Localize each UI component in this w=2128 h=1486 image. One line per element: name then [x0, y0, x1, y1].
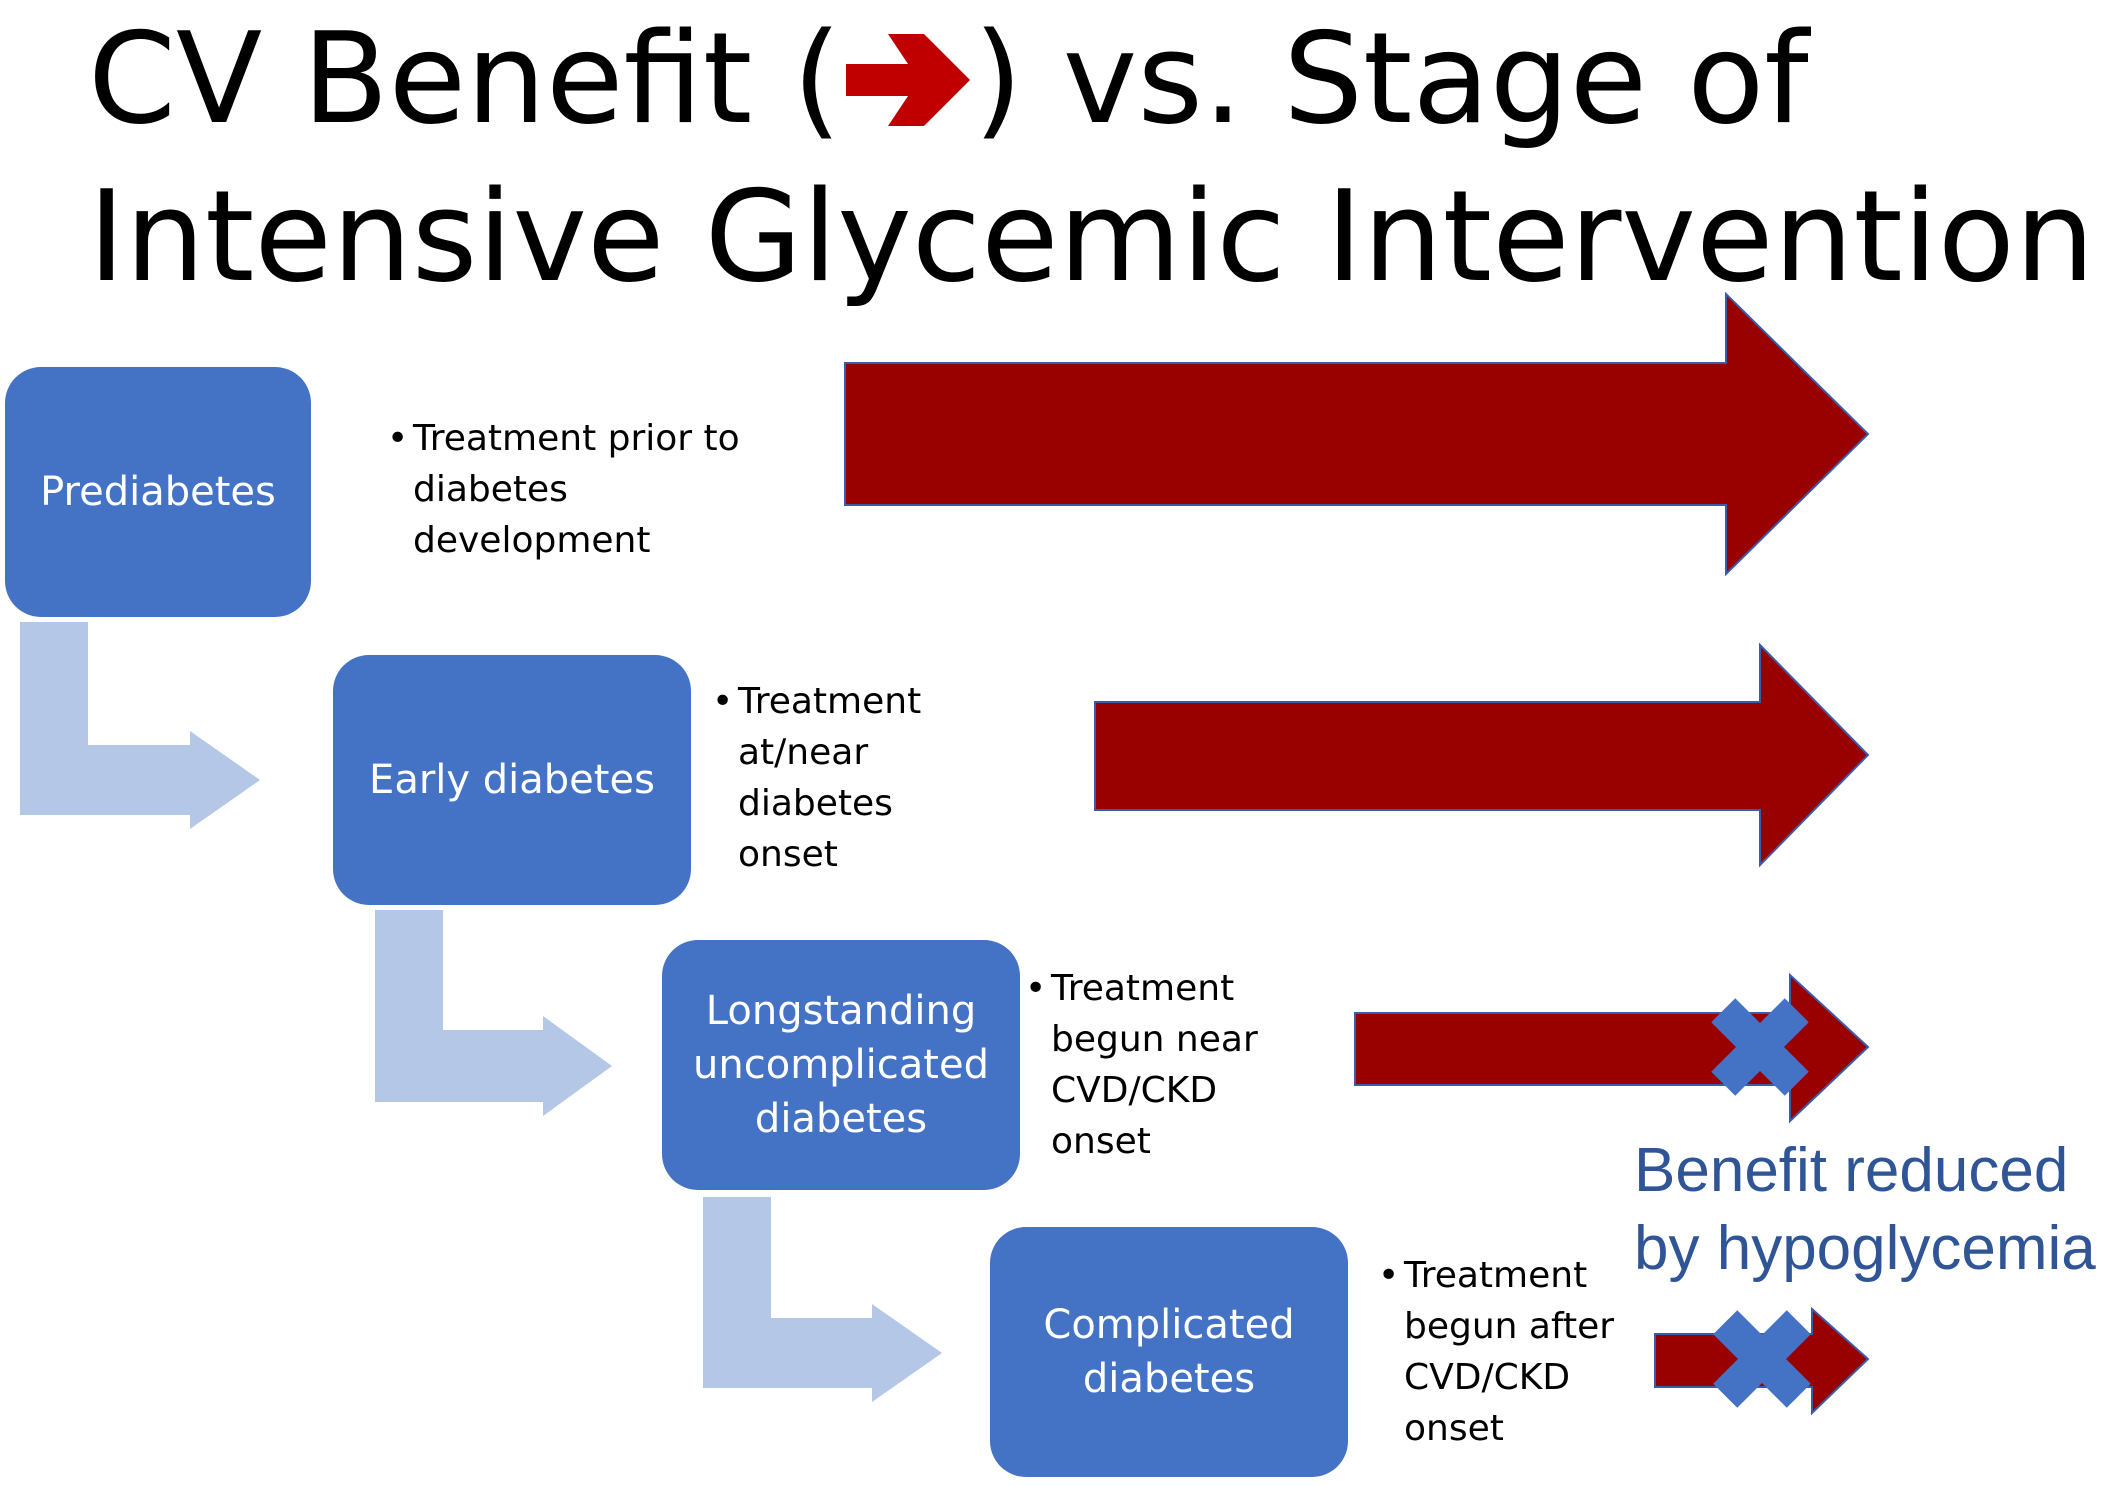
stage-description-complicated: • Treatment begun after CVD/CKD onset — [1378, 1250, 1615, 1454]
benefit-arrow-early-diabetes — [1094, 642, 1870, 868]
stage-box-prediabetes: Prediabetes — [5, 367, 311, 617]
stage-label: Complicated diabetes — [1043, 1302, 1295, 1402]
stage-description-early-diabetes: • Treatment at/near diabetes onset — [712, 676, 922, 880]
cross-icon-complicated — [1713, 1310, 1811, 1408]
stage-label: Early diabetes — [369, 757, 655, 803]
cross-icon-longstanding — [1711, 998, 1809, 1096]
stage-description-prediabetes: • Treatment prior to diabetes developmen… — [387, 413, 740, 566]
connector-arrow-1 — [20, 622, 260, 829]
stage-label: Prediabetes — [40, 469, 276, 515]
title-text-start: CV Benefit ( — [88, 5, 842, 152]
bullet: • — [387, 418, 409, 459]
connector-arrow-3 — [703, 1197, 942, 1402]
benefit-arrows — [844, 291, 1870, 1416]
stage-box-longstanding: Longstanding uncomplicated diabetes — [662, 940, 1020, 1190]
description-text: Treatment begun near CVD/CKD onset — [1051, 968, 1258, 1162]
stage-box-early-diabetes: Early diabetes — [333, 655, 691, 905]
bullet: • — [1025, 968, 1047, 1009]
slide-title: CV Benefit ( ) vs. Stage of Intensive Gly… — [88, 0, 2095, 316]
connector-arrow-2 — [375, 910, 612, 1116]
connector-arrows — [20, 622, 942, 1402]
description-text: Treatment prior to diabetes development — [413, 418, 740, 561]
benefit-arrow-longstanding — [1354, 972, 1870, 1124]
stage-description-longstanding: • Treatment begun near CVD/CKD onset — [1025, 963, 1258, 1167]
stage-box-complicated: Complicated diabetes — [990, 1227, 1348, 1477]
title-line-1: CV Benefit ( ) vs. Stage of — [88, 5, 1809, 152]
bullet: • — [712, 681, 734, 722]
description-text: Treatment begun after CVD/CKD onset — [1404, 1255, 1615, 1449]
hypoglycemia-note: Benefit reduced by hypoglycemia — [1634, 1136, 2096, 1283]
benefit-arrow-prediabetes — [844, 291, 1870, 577]
bullet: • — [1378, 1255, 1400, 1296]
red-arrow-icon — [842, 30, 974, 130]
title-text-end: ) vs. Stage of — [973, 5, 1809, 152]
description-text: Treatment at/near diabetes onset — [738, 681, 922, 875]
stage-label: Longstanding uncomplicated diabetes — [693, 988, 989, 1142]
title-line-2: Intensive Glycemic Intervention — [88, 163, 2095, 310]
